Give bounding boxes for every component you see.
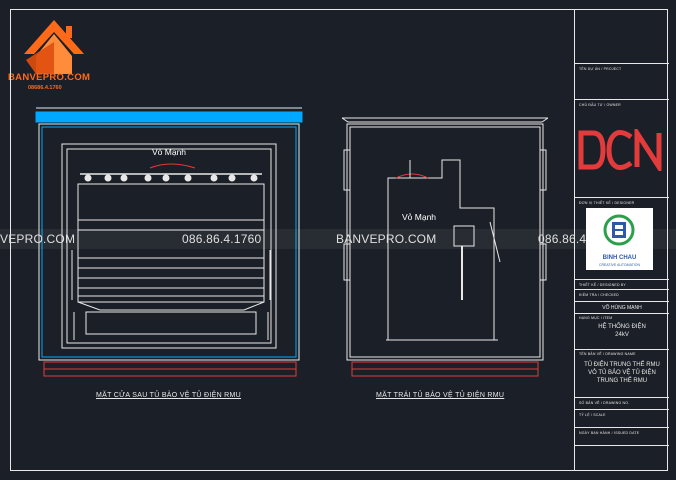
tb-owner: CHỦ ĐẦU TƯ / OWNER [579,103,621,107]
tb-check-row: KIỂM TRA / CHECKED [579,293,619,297]
watermark-band [0,229,676,249]
tb-drawing-value: TỦ ĐIỆN TRUNG THẾ RMU VỎ TỦ BẢO VỆ TỦ ĐI… [584,362,660,384]
tb-designer: ĐƠN VỊ THIẾT KẾ / DESIGNER [579,201,635,205]
tb-item-row: HẠNG MỤC / ITEM [579,316,613,320]
house-logo-icon [24,20,84,74]
title-block: TÊN DỰ ÁN / PROJECT CHỦ ĐẦU TƯ / OWNER Đ… [574,9,669,471]
rear-label: Vỏ Mạnh [152,147,187,157]
binh-chau-sub: CREATIVE AUTOMATION [598,263,641,267]
rear-view [35,107,303,377]
rear-view-caption: MẶT CỬA SAU TỦ BẢO VỆ TỦ ĐIỆN RMU [96,392,242,399]
banvepro-logo [14,14,92,96]
watermark-phone-left: 086.86.4.1760 [182,232,262,246]
tb-designer-name: VÕ HÙNG MẠNH [602,305,642,311]
tb-date-row: NGÀY BAN HÀNH / ISSUED DATE [579,431,640,435]
tb-item-value: HỆ THỐNG ĐIỆN 24kV [598,324,646,338]
watermark-site-left: VEPRO.COM [0,232,76,246]
binh-chau-logo-icon [603,214,635,246]
dcn-logo-icon [578,129,662,171]
side-label: Vỏ Mạnh [402,212,437,222]
side-view-caption: MẶT TRÁI TỦ BẢO VỆ TỦ ĐIỆN RMU [376,392,505,399]
tb-no-row: SỐ BẢN VẼ / DRAWING NO. [579,401,630,405]
watermark-site-center: BANVEPRO.COM [336,232,437,246]
binh-chau-logo: BINH CHAU CREATIVE AUTOMATION [586,208,653,270]
tb-drawing-row: TÊN BẢN VẼ / DRAWING NAME [579,352,636,356]
brand-name: BANVEPRO.COM [8,72,91,83]
tb-project: TÊN DỰ ÁN / PROJECT [579,67,622,71]
brand-phone: 08686.4.1760 [28,85,62,91]
sheet-border [10,9,668,471]
binh-chau-name: BINH CHAU [602,255,637,261]
side-view [341,117,549,377]
tb-scale-row: TỶ LỆ / SCALE [579,413,606,417]
tb-design-row: THIẾT KẾ / DESIGNED BY [579,283,626,287]
